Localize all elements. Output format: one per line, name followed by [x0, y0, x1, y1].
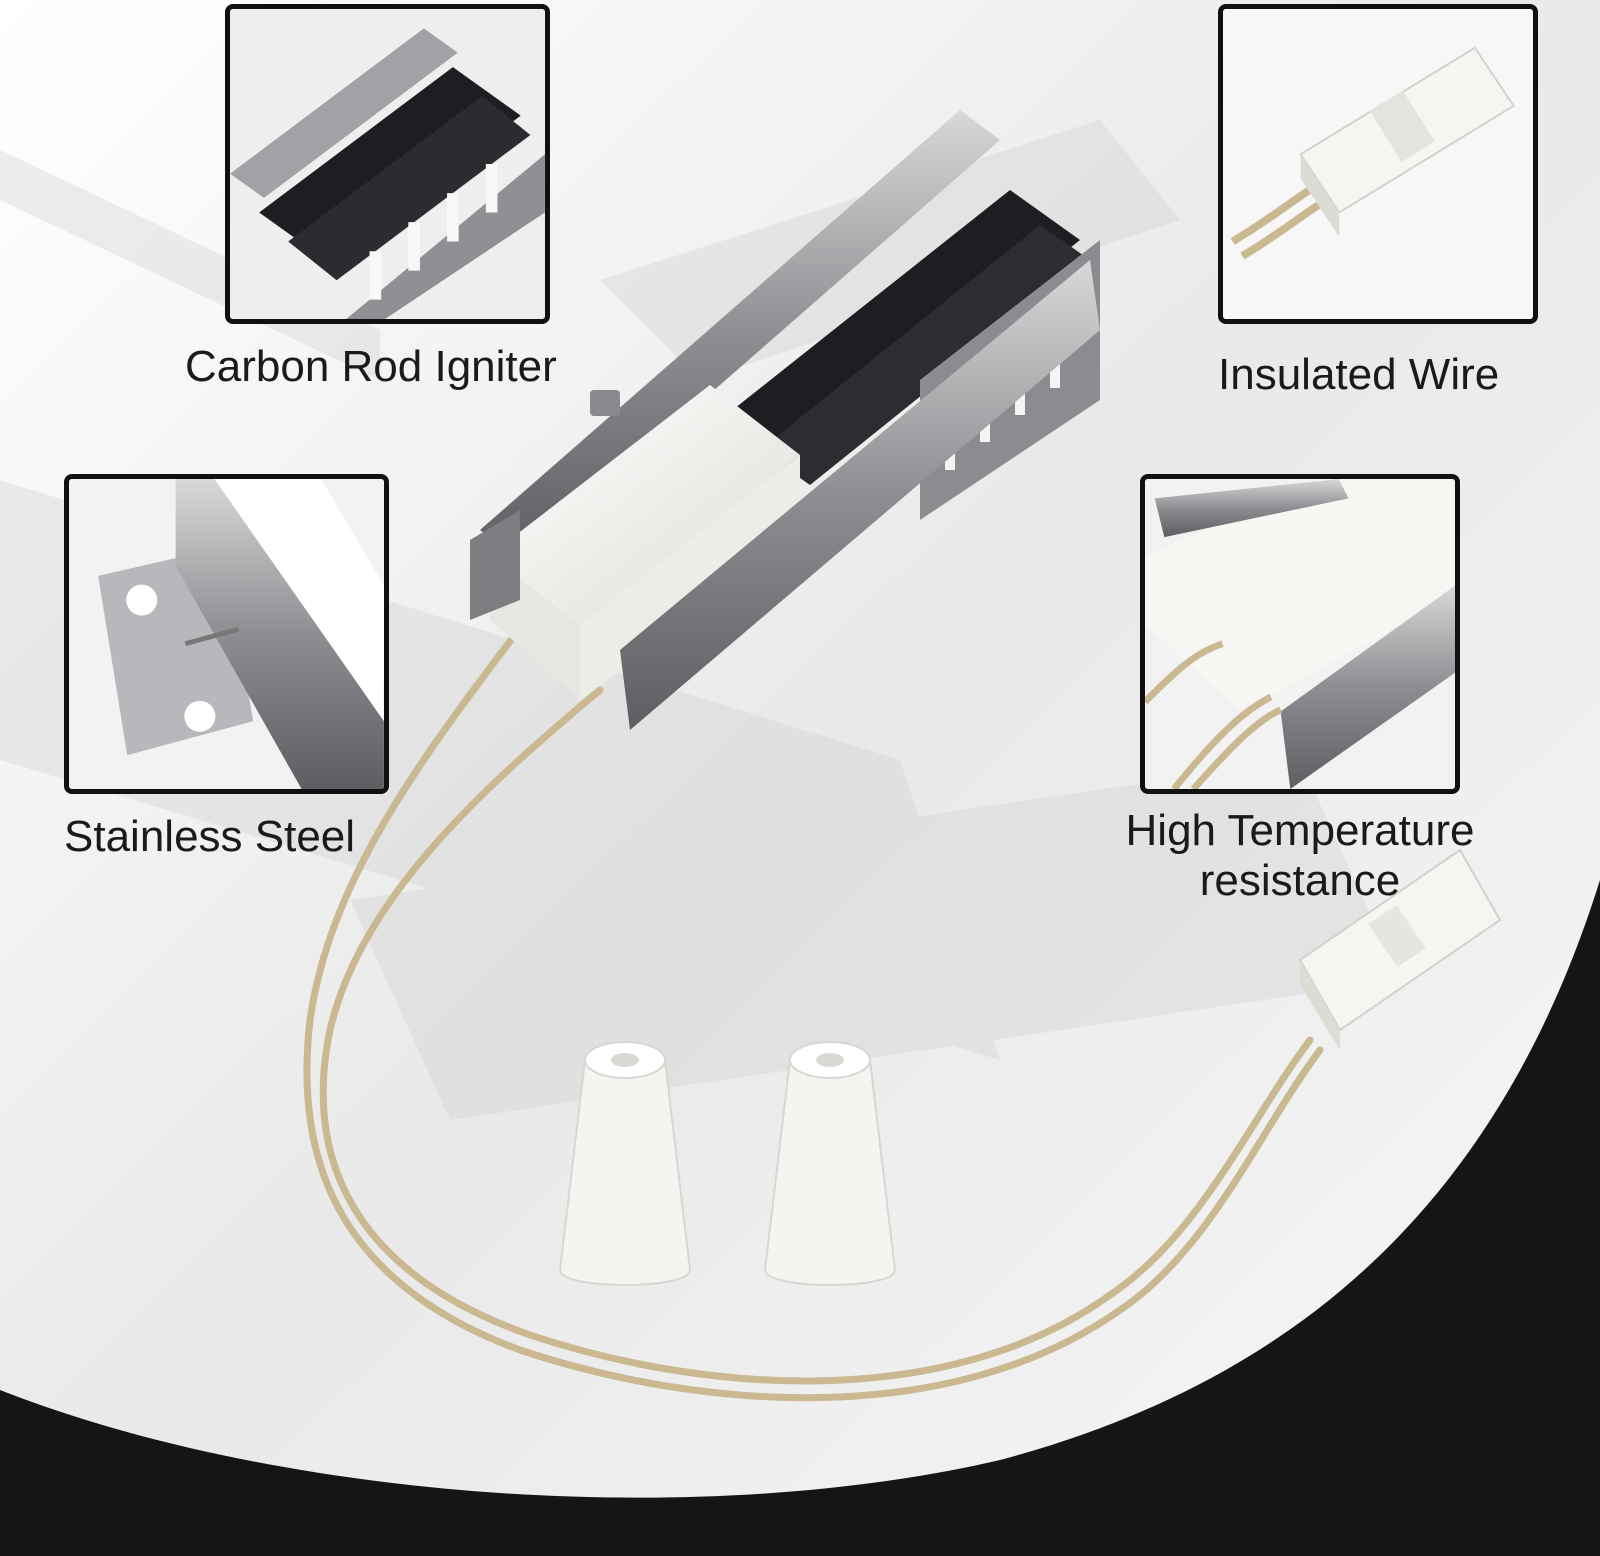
- ceramic-insulators: [558, 1041, 897, 1286]
- carbon-rod-label: Carbon Rod Igniter: [185, 342, 557, 391]
- high-temp-label-line2: resistance: [1199, 856, 1401, 905]
- igniter-wires: [303, 624, 1324, 1402]
- stainless-steel-callout: [64, 474, 389, 794]
- mounting-bracket-closeup-icon: [69, 479, 384, 789]
- high-temp-callout: [1140, 474, 1460, 794]
- high-temp-label-line1: High Temperature: [1125, 806, 1475, 855]
- carbon-rod-callout: [225, 4, 550, 324]
- ceramic-base-closeup-icon: [1145, 479, 1455, 789]
- igniter-body: [470, 110, 1100, 730]
- dark-swoosh-background: [0, 880, 1600, 1556]
- insulated-wire-label: Insulated Wire: [1218, 350, 1500, 399]
- wire-connector: [1298, 848, 1502, 1050]
- connector-closeup-icon: [1223, 9, 1533, 319]
- carbon-rod-closeup-icon: [230, 9, 545, 319]
- insulated-wire-callout: [1218, 4, 1538, 324]
- stainless-steel-label: Stainless Steel: [64, 812, 356, 861]
